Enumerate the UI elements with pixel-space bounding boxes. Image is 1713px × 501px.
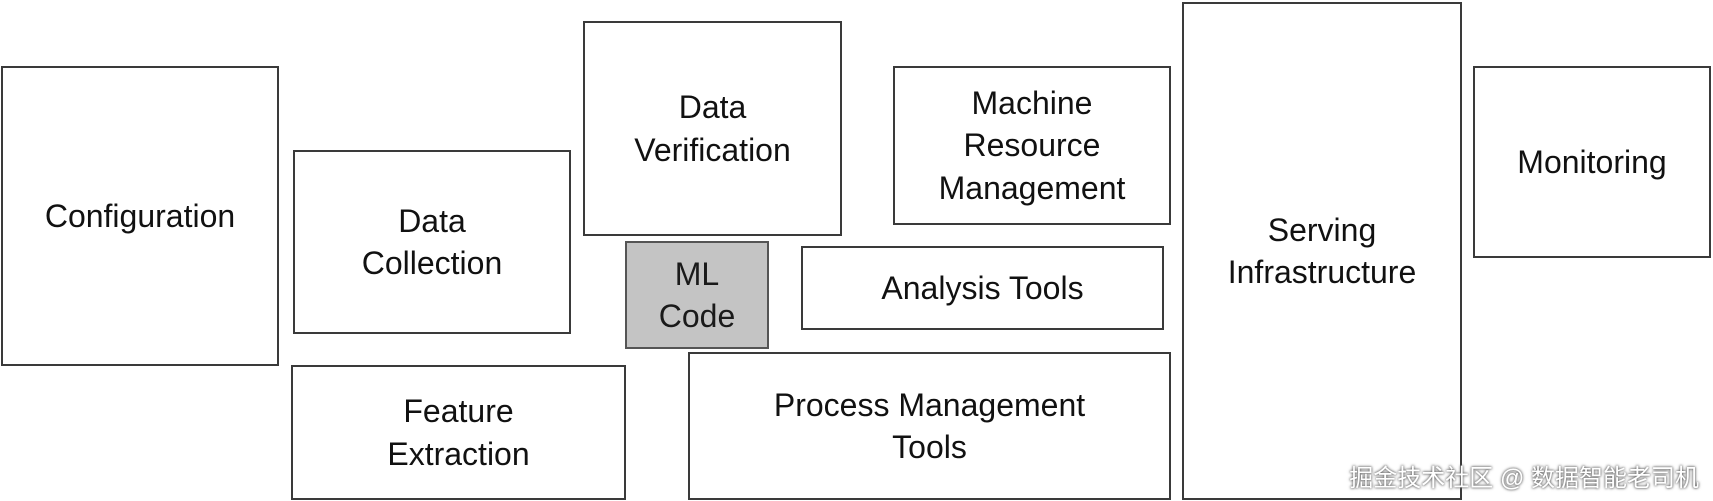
feature-extraction-box: Feature Extraction xyxy=(291,365,626,500)
data-verification-label: Data Verification xyxy=(634,89,791,168)
ml-code-label: ML Code xyxy=(658,255,736,334)
serving-infrastructure-box: Serving Infrastructure xyxy=(1182,2,1462,500)
machine-resource-management-box: Machine Resource Management xyxy=(893,66,1171,225)
configuration-label: Configuration xyxy=(44,197,236,234)
monitoring-label: Monitoring xyxy=(1517,143,1667,180)
configuration-box: Configuration xyxy=(1,66,279,366)
process-management-tools-label: Process Management Tools xyxy=(773,386,1086,465)
watermark: 掘金技术社区 @ 数据智能老司机 xyxy=(1349,465,1699,492)
process-management-tools-box: Process Management Tools xyxy=(688,352,1171,500)
serving-infrastructure-label: Serving Infrastructure xyxy=(1227,211,1417,290)
ml-code-box: ML Code xyxy=(625,241,769,349)
data-collection-label: Data Collection xyxy=(361,202,503,281)
monitoring-box: Monitoring xyxy=(1473,66,1711,258)
analysis-tools-box: Analysis Tools xyxy=(801,246,1164,330)
data-verification-box: Data Verification xyxy=(583,21,842,236)
analysis-tools-label: Analysis Tools xyxy=(881,269,1084,306)
feature-extraction-label: Feature Extraction xyxy=(387,393,530,472)
machine-resource-management-label: Machine Resource Management xyxy=(938,85,1126,206)
data-collection-box: Data Collection xyxy=(293,150,571,334)
